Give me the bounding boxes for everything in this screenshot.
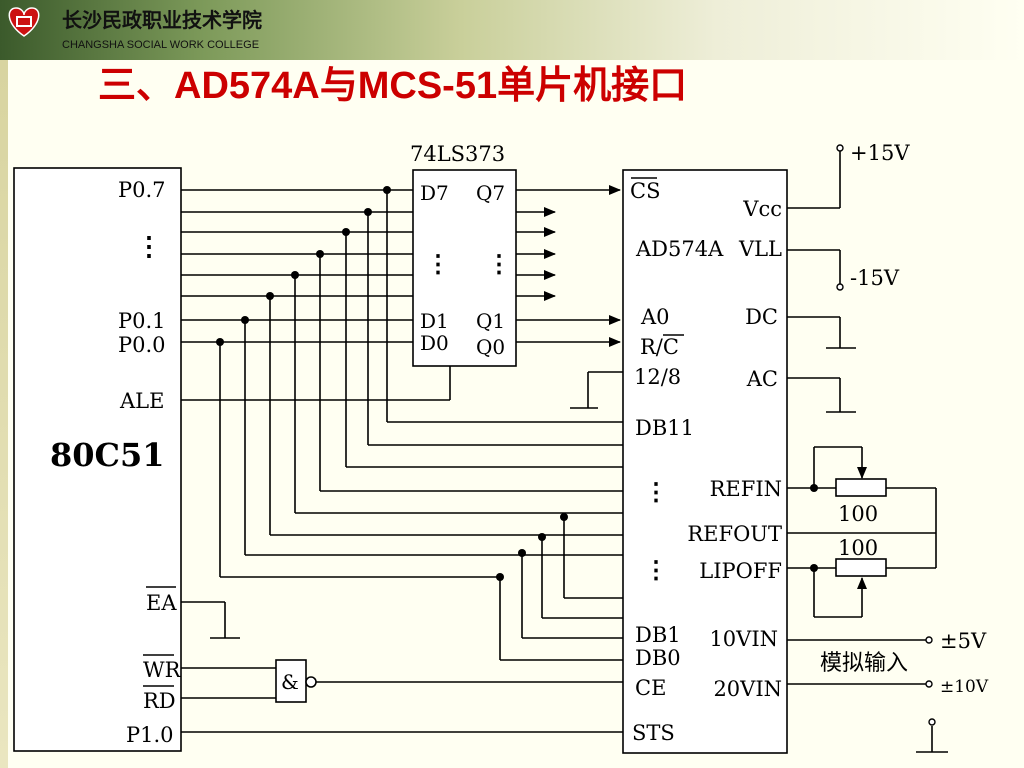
- resistor-r1-value: 100: [838, 502, 878, 526]
- and-gate-symbol: &: [281, 670, 299, 694]
- latch-pin-q7: Q7: [476, 181, 505, 205]
- resistor-r2: [835, 558, 887, 577]
- adc-chip-body: [622, 169, 788, 754]
- latch-pin-q0: Q0: [476, 335, 505, 359]
- pin-label-ale: ALE: [119, 389, 164, 413]
- adc-pin-ac: AC: [746, 367, 778, 391]
- adc-pin-10vin: 10VIN: [709, 627, 778, 651]
- resistor-r2-value: 100: [838, 536, 878, 560]
- latch-pin-q1: Q1: [476, 309, 505, 333]
- mcu-name: 80C51: [50, 436, 165, 474]
- latch-chip-body: [412, 169, 517, 367]
- latch-name: 74LS373: [410, 142, 505, 166]
- ellipsis-dots: ⋮: [644, 555, 668, 584]
- analog-range-10v: ±10V: [940, 677, 989, 697]
- adc-pin-ce: CE: [635, 676, 666, 700]
- adc-pin-db11: DB11: [635, 416, 694, 440]
- pin-label-p01: P0.1: [118, 309, 166, 333]
- latch-pin-d0: D0: [420, 331, 449, 355]
- gate-inverter-bubble: [305, 676, 317, 688]
- adc-pin-cs: CS: [630, 179, 660, 203]
- decorative-sidebar: [0, 60, 8, 768]
- college-name-en: CHANGSHA SOCIAL WORK COLLEGE: [62, 39, 259, 51]
- adc-pin-vll: VLL: [738, 237, 782, 261]
- pin-label-p07: P0.7: [118, 178, 166, 202]
- resistor-r1: [835, 478, 887, 497]
- adc-pin-vcc: Vcc: [742, 197, 782, 221]
- latch-pin-d1: D1: [420, 309, 449, 333]
- analog-input-label: 模拟输入: [820, 651, 908, 676]
- terminals: [836, 144, 936, 726]
- adc-pin-refin: REFIN: [710, 477, 782, 501]
- header-banner: [0, 0, 1024, 60]
- mcu-chip-body: [13, 167, 182, 752]
- page-title: 三、AD574A与MCS-51单片机接口: [98, 65, 687, 107]
- pin-label-ea: EA: [146, 591, 177, 615]
- adc-pin-sts: STS: [632, 721, 675, 745]
- adc-pin-dc: DC: [745, 305, 778, 329]
- adc-pin-db1: DB1: [635, 623, 681, 647]
- junction-dots: [216, 186, 818, 581]
- pin-label-p10: P1.0: [126, 723, 174, 747]
- pin-label-p00: P0.0: [118, 333, 166, 357]
- active-low-overlines: [143, 177, 684, 687]
- adc-pin-20vin: 20VIN: [713, 677, 782, 701]
- adc-pin-12-8: 12/8: [634, 365, 681, 389]
- adc-name: AD574A: [635, 237, 724, 261]
- adc-pin-db0: DB0: [635, 646, 681, 670]
- supply-neg15: -15V: [850, 266, 900, 290]
- pin-label-wr: WR: [143, 658, 182, 682]
- ellipsis-dots: ⋮: [136, 232, 162, 262]
- latch-pin-d7: D7: [420, 181, 449, 205]
- college-logo: [8, 7, 40, 37]
- ellipsis-dots: ⋮: [644, 477, 668, 506]
- ellipsis-dots: ⋮: [426, 249, 450, 278]
- supply-pos15: +15V: [850, 141, 910, 165]
- college-name-cn: 长沙民政职业技术学院: [62, 8, 262, 32]
- adc-pin-lipoff: LIPOFF: [699, 559, 782, 583]
- analog-range-5v: ±5V: [940, 629, 987, 653]
- pin-label-rd: RD: [143, 689, 176, 713]
- ellipsis-dots: ⋮: [487, 249, 511, 278]
- adc-pin-rc: R/C: [640, 335, 679, 359]
- adc-pin-refout: REFOUT: [687, 522, 782, 546]
- adc-pin-a0: A0: [640, 305, 670, 329]
